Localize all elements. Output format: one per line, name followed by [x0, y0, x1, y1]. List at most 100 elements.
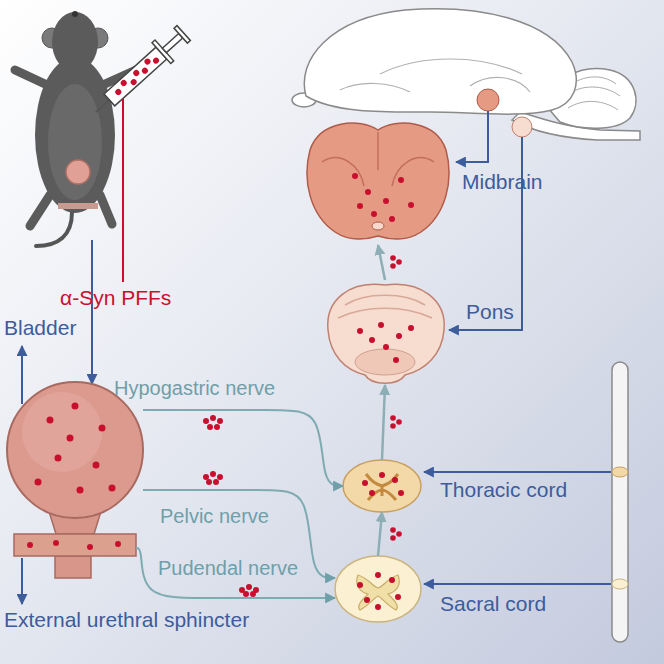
pff-dot: [47, 417, 54, 424]
flow-arrow: [456, 111, 488, 162]
pff-dot: [250, 591, 256, 597]
bladder: Bladder: [7, 382, 143, 518]
pff-dot: [129, 78, 137, 86]
pff-dot: [379, 472, 385, 478]
pff-dot: [109, 485, 116, 492]
pff-dot: [390, 535, 396, 541]
pff-dot: [357, 582, 363, 588]
urethral-sphincter: External urethral sphincter: [14, 534, 136, 556]
nerve-connector: [136, 548, 335, 598]
pff-dot: [55, 455, 62, 462]
syringe-thumb: [174, 26, 190, 44]
brain-structure: [340, 59, 530, 92]
pff-dot: [246, 584, 252, 590]
flow-arrow: [21, 558, 23, 604]
pff-dot: [396, 333, 402, 339]
pff-dot: [408, 325, 414, 331]
pff-dot: [389, 577, 395, 583]
pff-dot: [99, 425, 106, 432]
pons-section: [328, 284, 444, 383]
spread-arrow: [378, 512, 382, 556]
pff-dot: [393, 357, 399, 363]
syringe: [87, 23, 193, 123]
pff-dot: [35, 479, 42, 486]
thoracic-cord-section: Thoracic cord: [343, 460, 421, 512]
region-label: Thoracic cord: [440, 478, 567, 502]
pff-dot: [27, 542, 33, 548]
mouse-urethra: [58, 203, 98, 209]
pff-dot: [398, 490, 404, 496]
pff-dot: [389, 216, 395, 222]
sacral-cord-section: Sacral cord: [335, 556, 421, 622]
flow-arrow: [424, 471, 611, 473]
pff-dot: [396, 419, 402, 425]
pff-dot: [203, 474, 209, 480]
bladder-wall: [7, 382, 143, 518]
pons-marker: [512, 117, 532, 137]
pff-dot: [390, 263, 396, 269]
pff-dot: [352, 173, 358, 179]
mouse-leg: [100, 195, 112, 224]
syringe-plunger: [162, 33, 182, 52]
midbrain-section: [307, 123, 449, 239]
pff-dot: [210, 471, 216, 477]
sphincter-band: [14, 534, 136, 556]
pff-dot: [213, 479, 219, 485]
region-label: Bladder: [4, 316, 76, 340]
pff-dot: [398, 177, 404, 183]
pontine-base: [355, 349, 415, 375]
pff-dot: [119, 79, 127, 87]
flow-arrow: [21, 346, 23, 404]
midbrain-section: Midbrain: [305, 118, 451, 245]
pff-dot: [390, 415, 396, 421]
flow-arrow: [91, 240, 93, 384]
pff-dot: [369, 337, 375, 343]
mouse-arm: [15, 70, 45, 84]
syringe-needle: [96, 100, 109, 112]
pff-dot: [390, 423, 396, 429]
leader-line: [122, 99, 124, 282]
pff-dot: [369, 490, 375, 496]
flow-arrow: [424, 583, 611, 585]
spread-arrow: [378, 245, 385, 280]
region-label: Pons: [466, 300, 514, 324]
mouse-tail: [36, 212, 72, 246]
pff-dot: [390, 527, 396, 533]
brain-structure: [322, 132, 434, 186]
pff-dot: [364, 597, 370, 603]
flow-arrow: [449, 137, 522, 330]
pff-dot: [93, 462, 100, 469]
sacral-section: [335, 556, 421, 622]
mouse-nose: [72, 11, 78, 17]
spread-arrow: [382, 385, 385, 460]
pff-dot: [408, 202, 414, 208]
mouse-belly: [48, 84, 102, 200]
pff-dot: [152, 56, 160, 64]
mouse-leg: [30, 195, 50, 226]
pff-dot: [214, 424, 220, 430]
pff-dot: [53, 540, 59, 546]
sacral-marker: [612, 579, 628, 589]
nerve-label: Hypogastric nerve: [114, 376, 275, 400]
pff-dot: [132, 69, 140, 77]
pff-dot: [207, 424, 213, 430]
pff-dot: [141, 66, 149, 74]
pff-dot: [87, 544, 93, 550]
grey-matter: [357, 575, 400, 610]
nerve-label: Pelvic nerve: [160, 504, 269, 528]
spinal-cord: [612, 362, 628, 642]
pff-dot: [67, 435, 74, 442]
pons-section: Pons: [325, 280, 445, 385]
pff-dot: [217, 418, 223, 424]
pff-dot: [365, 189, 371, 195]
pff-dot: [396, 259, 402, 265]
mouse-head: [52, 12, 98, 72]
pff-dot: [357, 328, 363, 334]
syringe-barrel: [104, 47, 167, 106]
pff-dot: [114, 88, 122, 96]
bladder-highlight: [22, 392, 102, 472]
pff-dot: [375, 604, 381, 610]
pff-dot: [115, 541, 121, 547]
